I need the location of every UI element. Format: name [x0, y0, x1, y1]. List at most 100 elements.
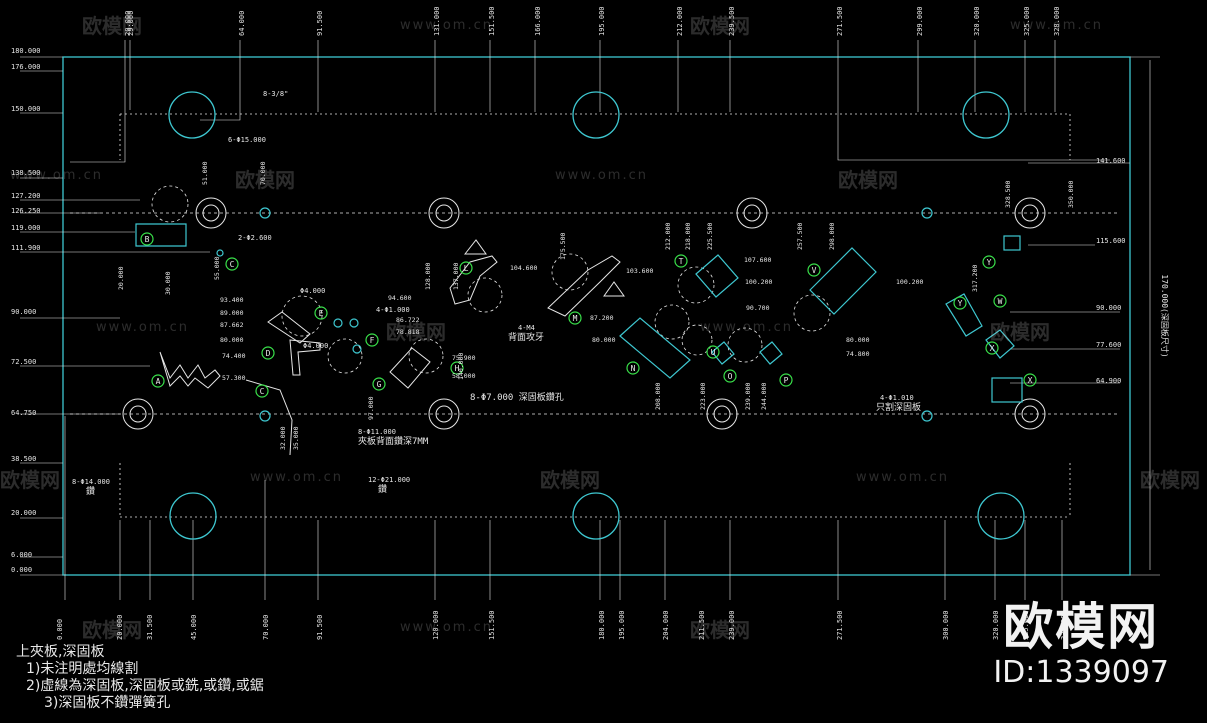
part-letter-circle	[568, 311, 582, 325]
bottom-dimension-label: 151.500	[488, 610, 496, 640]
part-letter-label: V	[812, 266, 817, 275]
part-letter-label: H	[455, 364, 460, 373]
callout-label: Φ4.000	[303, 342, 328, 350]
part-letter-circle	[225, 257, 239, 271]
interior-dimension-label: 218.000	[684, 223, 692, 250]
watermark-url: www.om.cn	[856, 470, 949, 485]
interior-dimension-label: 90.700	[746, 304, 770, 312]
callout-label: 4-M4	[518, 324, 535, 332]
right-dimension-label: 77.600	[1096, 341, 1121, 349]
bottom-dimension-label: 239.000	[728, 610, 736, 640]
interior-dimension-label: 35.000	[292, 426, 300, 450]
part-letter-label: A	[156, 377, 161, 386]
interior-dimension-label: 223.000	[699, 383, 707, 410]
interior-dimension-label: 20.000	[117, 266, 125, 290]
right-dimension-label: 141.600	[1096, 157, 1126, 165]
watermark-url: www.om.cn	[400, 18, 493, 33]
interior-dimension-label: 298.000	[828, 223, 836, 250]
left-dimension-label: 90.000	[11, 308, 36, 316]
top-dimension-label: 299.000	[916, 6, 924, 36]
interior-dimension-label: 137.000	[452, 263, 460, 290]
bottom-dimension-label: 31.500	[146, 615, 154, 640]
interior-dimension-label: 128.000	[424, 263, 432, 290]
interior-dimension-label: 80.000	[592, 336, 616, 344]
interior-dimension-label: 244.000	[760, 383, 768, 410]
interior-dimension-label: 100.200	[896, 278, 923, 286]
left-dimension-label: 180.000	[11, 47, 41, 55]
inner-plate-dashed	[119, 113, 1071, 518]
watermark-logo: 欧模网	[690, 14, 750, 38]
part-letter-label: W	[998, 297, 1003, 306]
part-letter-label: X	[1028, 376, 1033, 385]
top-dimension-label: 29.000	[127, 11, 135, 36]
part-letter-circle	[151, 374, 165, 388]
bottom-dimension-label: 0.000	[56, 619, 64, 640]
watermark-logo: 欧模网	[990, 320, 1050, 344]
top-dimension-label: 212.000	[676, 6, 684, 36]
interior-dimension-label: 80.000	[220, 336, 244, 344]
note-line-2: 2)虛線為深固板,深固板或銑,或鑽,或鋸	[26, 678, 264, 694]
watermark-logo: 欧模网	[82, 618, 142, 642]
part-letter-label: O	[728, 372, 733, 381]
watermark-logo: 欧模网	[386, 320, 446, 344]
bottom-dimension-label: 91.500	[316, 615, 324, 640]
interior-dimension-label: 103.600	[626, 267, 653, 275]
callout-label: 4-Φ1.000	[376, 306, 410, 314]
interior-dimension-label: 225.500	[706, 223, 714, 250]
interior-dimension-label: 208.000	[654, 383, 662, 410]
callout-label: 8-Φ7.000 深固板鑽孔	[470, 391, 564, 403]
left-dimension-label: 150.000	[11, 105, 41, 113]
bottom-dimension-label: 300.000	[942, 610, 950, 640]
brand-logo: 欧模网	[1003, 598, 1160, 656]
callout-label: 背面攻牙	[508, 331, 544, 343]
plate-size-label: 170.000(深固板尺寸)	[1160, 274, 1170, 357]
watermark-url: www.om.cn	[10, 168, 103, 183]
interior-dimension-label: 87.200	[590, 314, 614, 322]
watermark-logo: 欧模网	[82, 14, 142, 38]
left-dimension-label: 127.200	[11, 192, 41, 200]
interior-dimension-label: 30.000	[164, 271, 172, 295]
interior-dimension-label: 89.000	[220, 309, 244, 317]
bottom-dimension-label: 335.000	[1060, 610, 1068, 640]
part-letter-label: G	[377, 380, 382, 389]
dashed-cutouts	[151, 185, 831, 374]
watermark-logo: 欧模网	[690, 618, 750, 642]
note-line-3: 3)深固板不鑽彈簧孔	[44, 695, 171, 711]
callout-label: 8-Φ14.000	[72, 478, 110, 486]
part-letter-label: T	[679, 257, 684, 266]
part-letter-label: P	[784, 376, 789, 385]
bottom-dimension-label: 195.000	[618, 610, 626, 640]
left-dimension-label: 0.000	[11, 566, 32, 574]
interior-dimension-label: 74.800	[846, 350, 870, 358]
interior-dimension-label: 55.000	[213, 256, 221, 280]
bottom-dimension-label: 211.500	[698, 610, 706, 640]
part-letter-circle	[450, 361, 464, 375]
bottom-dimension-label: 180.000	[598, 610, 606, 640]
interior-dimension-label: 257.500	[796, 223, 804, 250]
interior-dimension-label: 75.900	[452, 354, 476, 362]
watermark-logo: 欧模网	[540, 468, 600, 492]
interior-dimension-label: 104.600	[510, 264, 537, 272]
part-letter-label: M	[573, 314, 578, 323]
bottom-dimension-label: 120.000	[432, 610, 440, 640]
part-letter-circle	[314, 306, 328, 320]
part-letter-label: X	[990, 344, 995, 353]
brand-id: ID:1339097	[993, 655, 1169, 690]
interior-dimension-label: 239.000	[744, 383, 752, 410]
callout-label: 12-Φ21.000	[368, 476, 410, 484]
top-dimension-leaders	[20, 40, 1160, 600]
interior-dimension-label: 32.000	[279, 426, 287, 450]
right-dimension-label: 115.600	[1096, 237, 1126, 245]
part-letter-circle	[993, 294, 1007, 308]
callout-label: 夾板背面鑽深7MM	[358, 435, 429, 447]
callout-label: 鑽	[86, 485, 95, 497]
part-letter-circle	[779, 373, 793, 387]
interior-dimension-label: 94.600	[388, 294, 412, 302]
outer-plate-outline	[62, 56, 1131, 576]
left-dimension-label: 38.500	[11, 455, 36, 463]
top-dimension-label: 239.500	[728, 6, 736, 36]
part-letter-circle	[261, 346, 275, 360]
part-letter-circle	[807, 263, 821, 277]
